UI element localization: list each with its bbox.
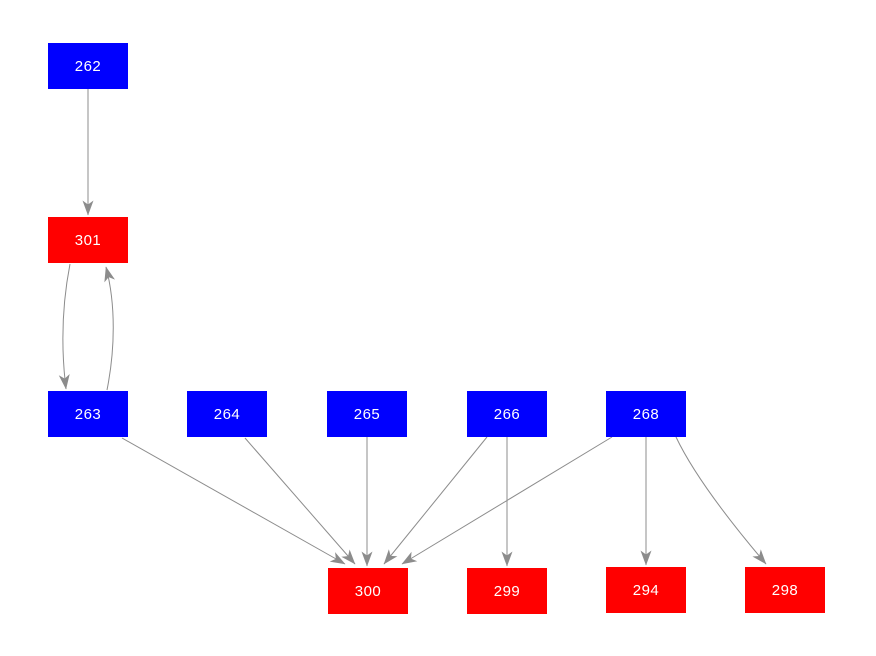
node-label: 266 xyxy=(493,405,521,423)
graph-node-263[interactable]: 263 xyxy=(48,391,128,437)
node-label: 299 xyxy=(493,582,521,600)
graph-node-294[interactable]: 294 xyxy=(606,567,686,613)
node-label: 294 xyxy=(632,581,660,599)
node-label: 301 xyxy=(74,231,102,249)
node-label: 298 xyxy=(771,581,799,599)
node-label: 268 xyxy=(632,405,660,423)
graph-node-298[interactable]: 298 xyxy=(745,567,825,613)
edge-268-298 xyxy=(675,436,767,565)
graph-node-265[interactable]: 265 xyxy=(327,391,407,437)
node-label: 265 xyxy=(353,405,381,423)
node-label: 263 xyxy=(74,405,102,423)
graph-node-300[interactable]: 300 xyxy=(328,568,408,614)
edge-301-263 xyxy=(58,263,71,390)
graph-node-264[interactable]: 264 xyxy=(187,391,267,437)
graph-node-301[interactable]: 301 xyxy=(48,217,128,263)
edge-266-300 xyxy=(383,436,488,565)
edge-268-300 xyxy=(401,436,613,565)
graph-node-262[interactable]: 262 xyxy=(48,43,128,89)
node-label: 262 xyxy=(74,57,102,75)
edge-263-301 xyxy=(104,266,116,391)
graph-node-268[interactable]: 268 xyxy=(606,391,686,437)
edge-264-300 xyxy=(244,437,356,565)
node-label: 300 xyxy=(354,582,382,600)
node-label: 264 xyxy=(213,405,241,423)
edge-263-300 xyxy=(121,437,346,565)
graph-node-299[interactable]: 299 xyxy=(467,568,547,614)
graph-node-266[interactable]: 266 xyxy=(467,391,547,437)
